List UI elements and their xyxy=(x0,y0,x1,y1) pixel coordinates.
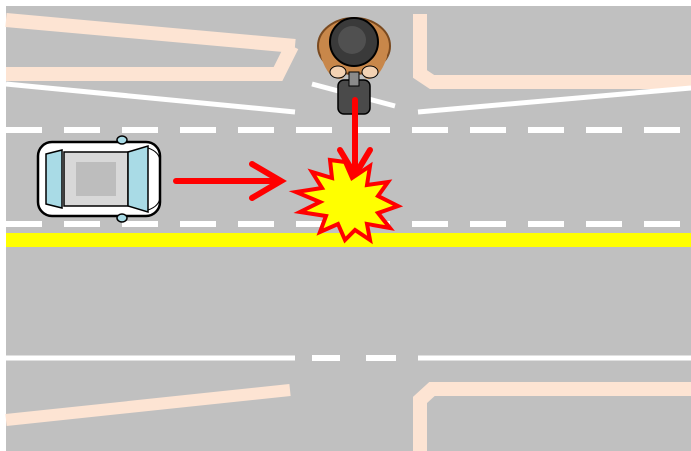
arrow-right-icon xyxy=(173,161,287,201)
sidewalk-upper-right xyxy=(413,14,691,89)
sidewalk-lower-right xyxy=(413,382,691,451)
road-edge-lines xyxy=(5,81,691,361)
car-icon xyxy=(36,135,162,223)
sidewalk-upper-left xyxy=(5,13,299,81)
motorcycle-rider-icon xyxy=(317,17,391,115)
sidewalk-lower-left xyxy=(5,384,291,426)
center-line xyxy=(6,233,691,247)
collision-icon xyxy=(288,157,404,245)
